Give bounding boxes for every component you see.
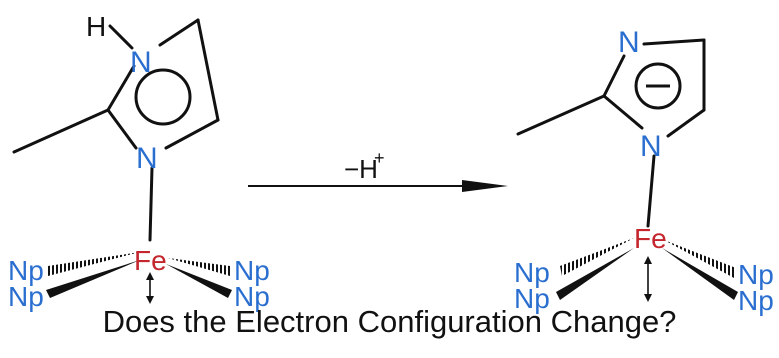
right-fe-atom: Fe — [634, 223, 667, 254]
right-n-top: N — [618, 26, 640, 59]
reaction-arrow: −H + — [248, 148, 508, 192]
left-wedge-bond-lower-left — [46, 260, 140, 298]
left-n-top: N — [130, 46, 152, 79]
right-ligand-np-1: Np — [514, 257, 550, 288]
right-hashed-bond-upper-left — [560, 238, 634, 276]
left-ligand-np-3: Np — [234, 255, 270, 286]
reagent-charge: + — [374, 148, 385, 168]
left-fe-atom: Fe — [134, 245, 167, 276]
left-fe-bonds — [46, 252, 232, 304]
right-ligand-np-2: Np — [514, 283, 550, 314]
right-n-bottom: N — [640, 130, 662, 163]
left-ligand-np-4: Np — [234, 281, 270, 312]
right-imidazole-ring — [516, 38, 706, 228]
right-ligand-np-4: Np — [738, 285, 774, 316]
right-molecule: N N Fe Np Np Np Np — [514, 26, 774, 316]
left-imidazole-ring — [12, 18, 220, 242]
right-wedge-bond-lower-right — [662, 248, 738, 300]
right-ligand-np-3: Np — [738, 259, 774, 290]
left-h-atom: H — [86, 11, 106, 42]
caption-question: Does the Electron Configuration Change? — [102, 304, 677, 339]
right-fe-bonds — [556, 238, 738, 302]
reagent-label: −H — [344, 154, 378, 184]
left-hashed-bond-upper-left — [48, 252, 140, 276]
right-hashed-bond-upper-right — [664, 240, 736, 278]
left-molecule: H N N Fe Np Np Np Np — [8, 11, 270, 312]
left-hashed-bond-upper-right — [168, 258, 230, 276]
left-aromatic-ring-circle — [134, 68, 192, 126]
right-anionic-ring-circle — [634, 62, 682, 110]
left-n-bottom: N — [136, 142, 158, 175]
left-wedge-bond-lower-right — [166, 264, 232, 298]
left-ligand-np-1: Np — [8, 255, 44, 286]
left-ligand-np-2: Np — [8, 281, 44, 312]
right-wedge-bond-lower-left — [556, 248, 634, 300]
